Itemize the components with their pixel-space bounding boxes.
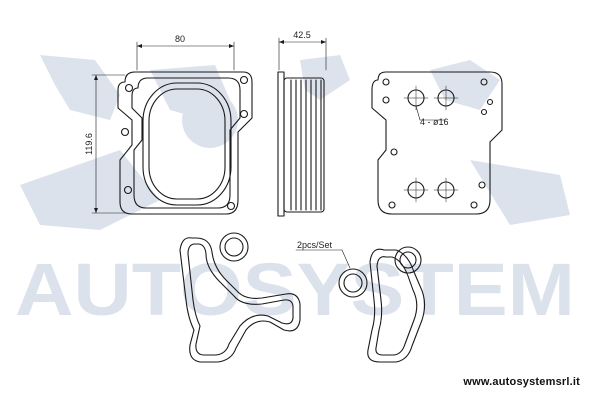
rear-view: [371, 71, 503, 215]
front-width-label: 80: [175, 34, 185, 44]
rear-mount-hole: [390, 148, 398, 156]
side-depth-label: 42.5: [293, 30, 311, 40]
oring-outer: [338, 268, 368, 298]
rear-port-crosshair: [403, 85, 459, 203]
gasket-oring: [295, 249, 368, 298]
front-core-outer: [142, 82, 232, 206]
side-depth-arrow-right: [321, 40, 326, 44]
front-base-plate: [117, 71, 253, 215]
rear-mount-hole: [382, 78, 390, 86]
oring-leader-line: [341, 249, 351, 269]
rear-mount-hole: [480, 78, 488, 86]
side-base-plate: [277, 71, 285, 217]
side-body: [283, 77, 325, 213]
rear-mount-hole: [388, 201, 396, 209]
rear-plate-outline: [371, 71, 503, 215]
holes-leader-line: [415, 105, 447, 121]
front-bolt-hole: [124, 83, 134, 93]
gasket-left-ring-outer: [219, 232, 249, 262]
front-height-arrow-bottom: [94, 208, 98, 213]
front-width-arrow-left: [137, 44, 142, 48]
rear-mount-hole: [480, 108, 488, 116]
gasket-left-inner: [187, 243, 294, 356]
gasket-right: [367, 246, 426, 363]
oring-inner: [343, 273, 363, 293]
front-bolt-hole: [120, 127, 130, 137]
front-bolt-hole: [226, 201, 236, 211]
front-height-arrow-top: [94, 75, 98, 80]
gasket-left-ring-inner: [224, 237, 244, 257]
watermark-eagle-shape: [40, 55, 500, 120]
watermark-wing-shape: [20, 150, 570, 230]
website-url[interactable]: www.autosystemsrl.it: [463, 376, 580, 388]
front-bolt-hole: [239, 109, 249, 119]
rear-mount-hole: [382, 96, 390, 104]
front-core-inner: [148, 88, 226, 200]
gasket-qty-label: 2pcs/Set: [297, 240, 333, 250]
front-inner-plate: [131, 77, 241, 209]
side-view: [277, 37, 327, 217]
watermark: AUTOSYSTEM: [15, 55, 575, 331]
front-view: [91, 41, 253, 215]
watermark-brand-text: AUTOSYSTEM: [15, 248, 575, 331]
watermark-gear-shape: [182, 92, 238, 148]
front-height-label: 119.6: [84, 133, 94, 155]
front-width-arrow-right: [229, 44, 234, 48]
gasket-left-outer: [179, 237, 301, 363]
gasket-right-inner: [375, 256, 418, 356]
gasket-left: [179, 232, 301, 363]
front-bolt-hole: [123, 185, 133, 195]
gasket-right-ring-inner: [399, 251, 417, 269]
holes-label: 4 - ø16: [420, 117, 449, 127]
side-depth-arrow-left: [279, 40, 284, 44]
rear-mount-hole: [478, 181, 486, 189]
gasket-right-ring: [394, 246, 422, 274]
rear-mount-hole: [486, 98, 494, 106]
rear-mount-hole: [470, 201, 478, 209]
front-bolt-hole: [239, 75, 249, 85]
